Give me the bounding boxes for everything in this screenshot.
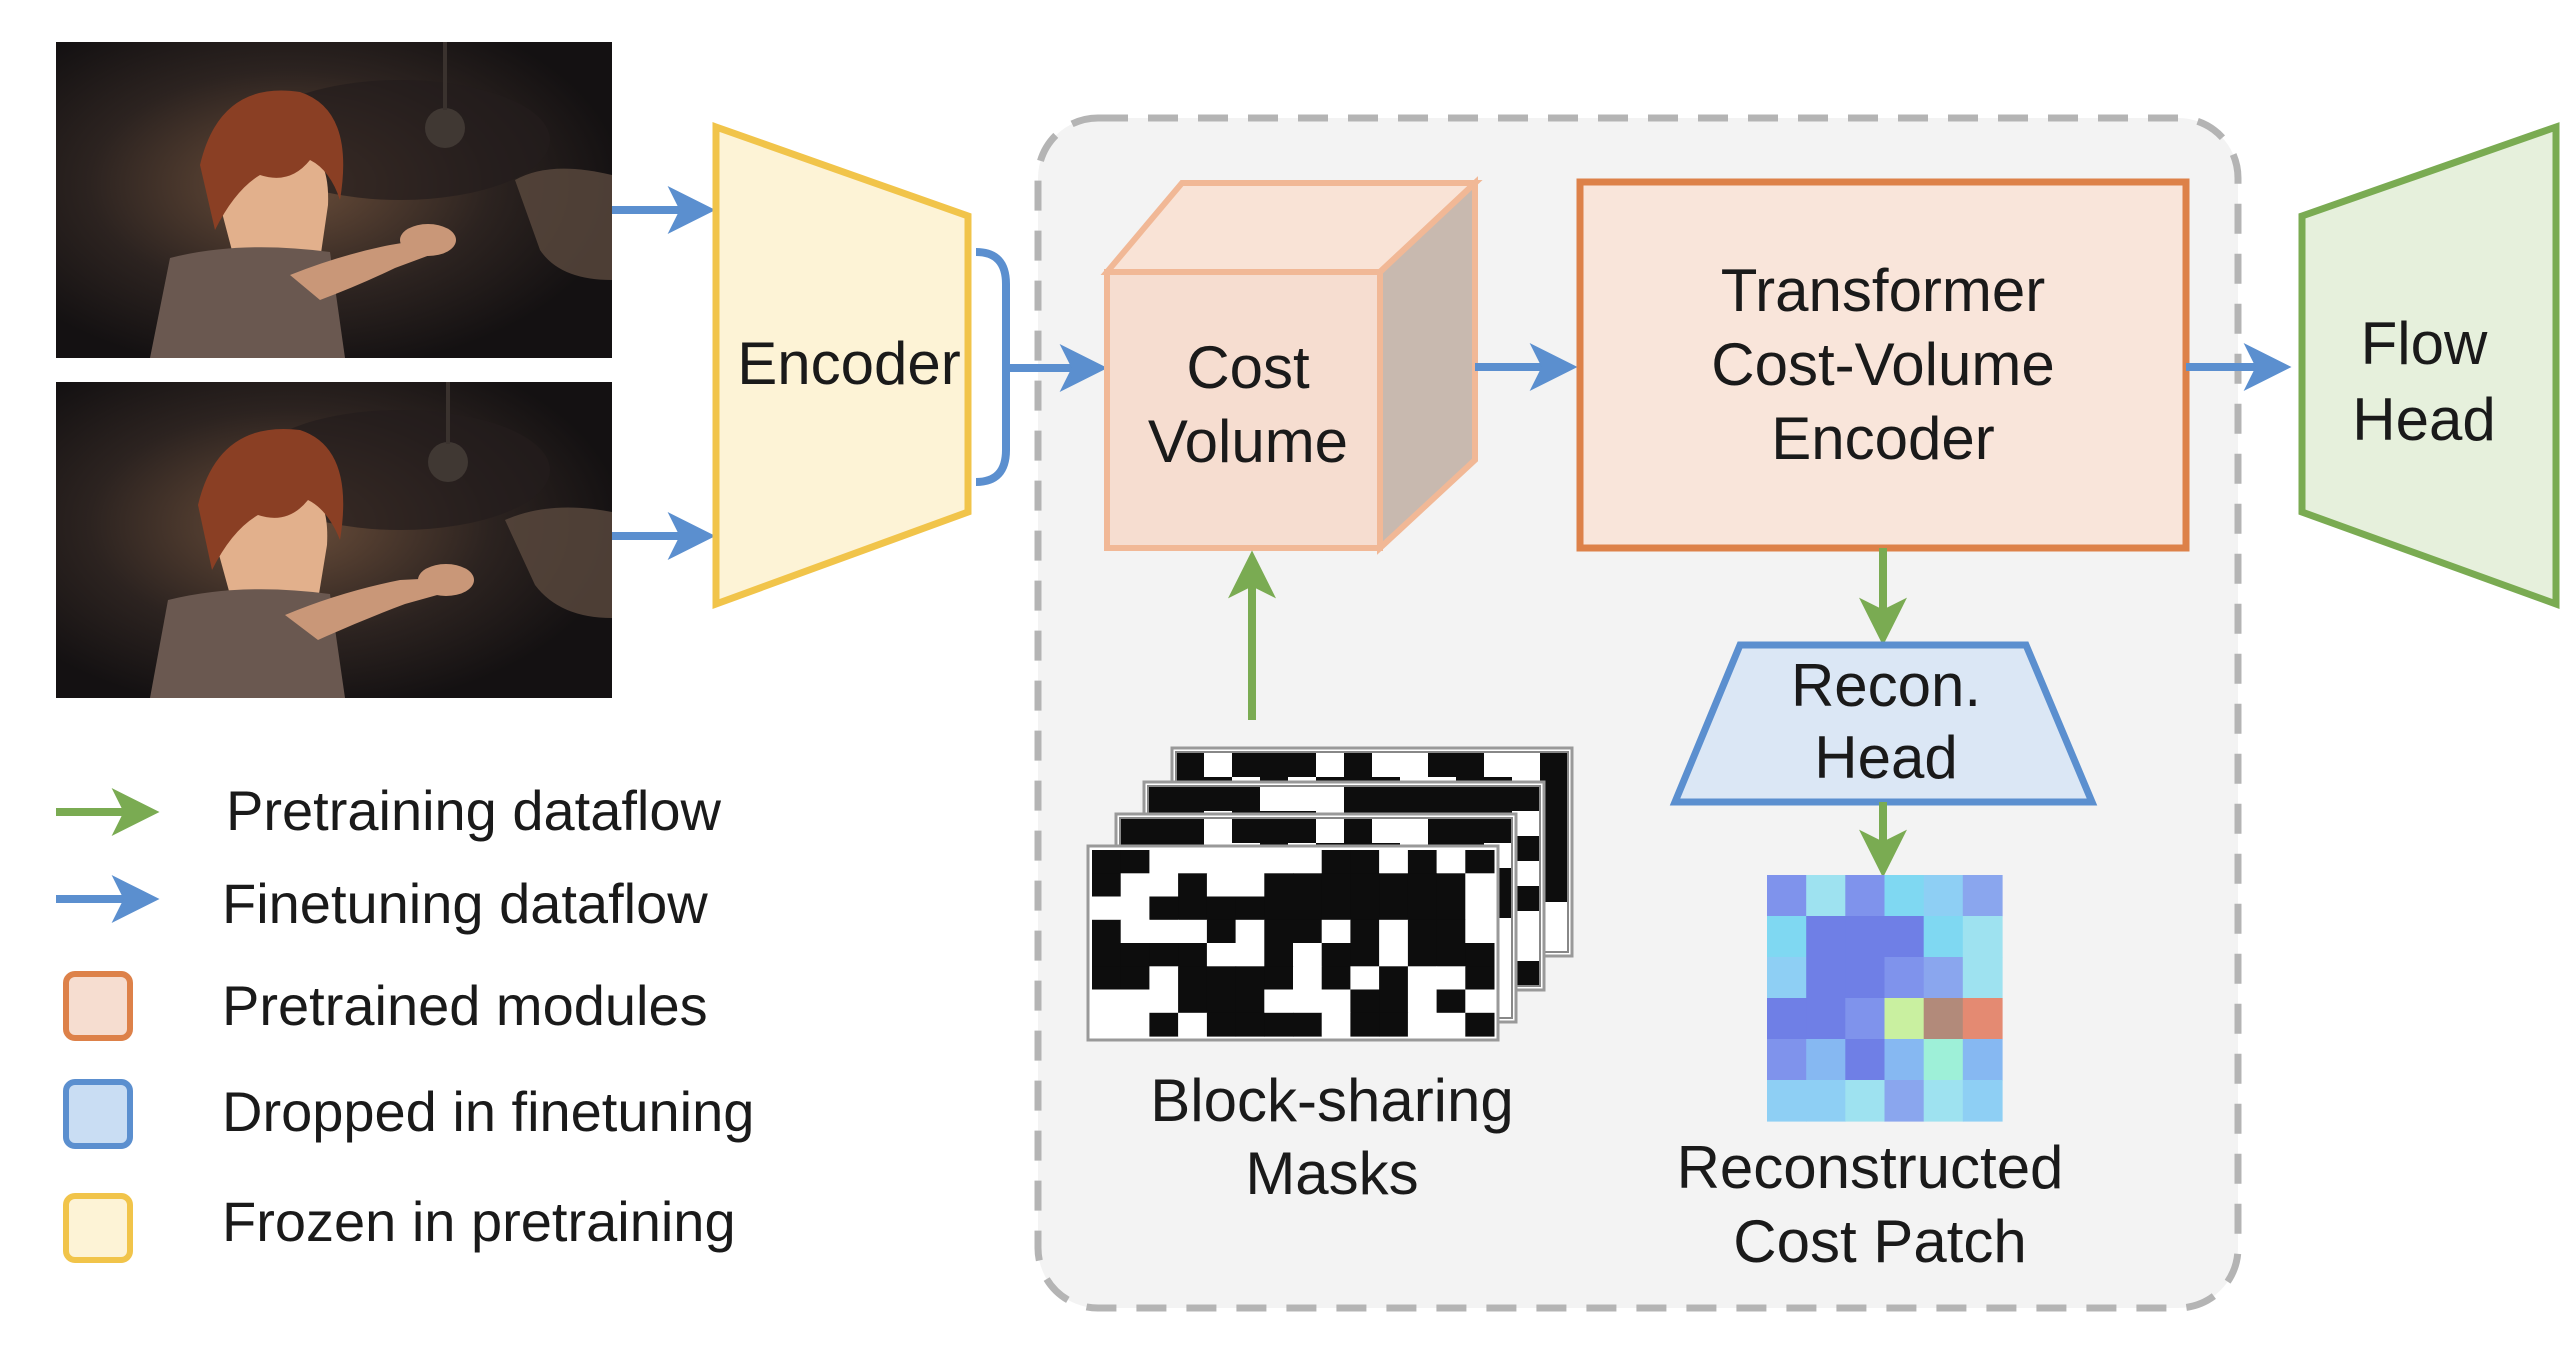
encoder-output-brace <box>975 248 1010 486</box>
legend-pretrained-swatch <box>63 971 133 1041</box>
transformer-label-line1: Transformer <box>1721 257 2046 324</box>
cost-volume-label-line2: Volume <box>1148 408 1348 475</box>
transformer-label-line2: Cost-Volume <box>1711 331 2054 398</box>
legend-label-finetuning: Finetuning dataflow <box>222 872 708 935</box>
reconstructed-cost-patch-heatmap <box>1767 875 2003 1122</box>
input-frame-1 <box>56 42 612 358</box>
flow-head-label-line2: Head <box>2352 386 2495 453</box>
recon-head-label-line2: Head <box>1814 724 1957 791</box>
transformer-cost-volume-encoder: Transformer Cost-Volume Encoder <box>1576 178 2190 552</box>
recon-head-label-line1: Recon. <box>1791 652 1981 719</box>
flow-head-module: Flow Head <box>2298 122 2560 609</box>
cost-volume-module: Cost Volume <box>1100 176 1483 555</box>
legend-label-pretraining: Pretraining dataflow <box>226 779 722 842</box>
flow-head-label-line1: Flow <box>2361 310 2488 377</box>
legend-label-pretrained: Pretrained modules <box>222 974 708 1037</box>
input-frame-2 <box>56 382 612 698</box>
legend-label-frozen: Frozen in pretraining <box>222 1190 736 1253</box>
reconstructed-caption-line2: Cost Patch <box>1733 1208 2026 1275</box>
reconstructed-caption-line1: Reconstructed <box>1677 1134 2064 1201</box>
masks-caption-line2: Masks <box>1245 1140 1418 1207</box>
cost-volume-label-line1: Cost <box>1186 334 1310 401</box>
masks-caption-line1: Block-sharing <box>1150 1067 1514 1134</box>
block-sharing-masks-stack <box>1086 746 1574 1042</box>
legend-label-dropped: Dropped in finetuning <box>222 1080 754 1143</box>
encoder-label: Encoder <box>737 330 960 397</box>
recon-head-module: Recon. Head <box>1669 641 2098 806</box>
mask-layer-4 <box>1086 844 1500 1042</box>
transformer-label-line3: Encoder <box>1771 405 1994 472</box>
legend: Pretraining dataflow Finetuning dataflow… <box>56 779 754 1263</box>
legend-frozen-swatch <box>63 1193 133 1263</box>
encoder-module: Encoder <box>712 122 972 610</box>
legend-dropped-swatch <box>63 1079 133 1149</box>
